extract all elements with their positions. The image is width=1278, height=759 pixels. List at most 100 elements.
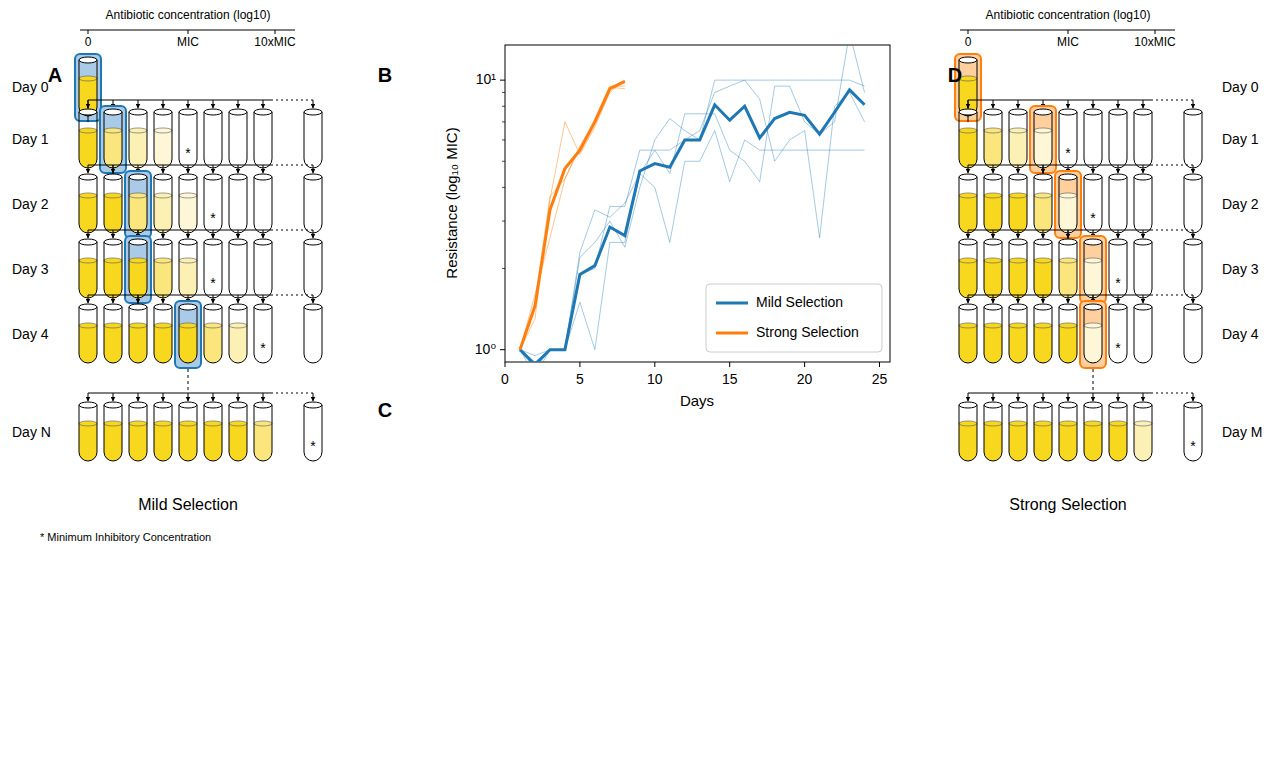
test-tube xyxy=(129,174,147,233)
panel-caption: Strong Selection xyxy=(1009,496,1126,514)
day-label: Day 0 xyxy=(12,80,49,95)
test-tube xyxy=(229,402,247,461)
selection-scheme xyxy=(955,30,1202,461)
tick-label: 10¹ xyxy=(476,72,496,87)
day-label: Day 2 xyxy=(1222,197,1259,212)
test-tube xyxy=(1034,239,1052,298)
mic-marker: * xyxy=(1090,211,1095,226)
footnote: * Minimum Inhibitory Concentration xyxy=(40,531,211,543)
test-tube xyxy=(104,174,122,233)
test-tube xyxy=(229,239,247,298)
day-label: Day M xyxy=(1222,425,1262,440)
selected-highlight xyxy=(125,171,151,238)
test-tube xyxy=(304,109,322,168)
test-tube xyxy=(1134,239,1152,298)
test-tube xyxy=(984,239,1002,298)
mic-marker: * xyxy=(210,276,215,291)
mic-marker: * xyxy=(260,341,265,356)
test-tube xyxy=(254,239,272,298)
test-tube xyxy=(154,109,172,168)
test-tube xyxy=(229,304,247,363)
day-label: Day 2 xyxy=(12,197,49,212)
tick-label: 5 xyxy=(576,372,584,387)
panel-caption: Mild Selection xyxy=(138,496,238,514)
mic-marker: * xyxy=(310,439,315,454)
test-tube xyxy=(959,174,977,233)
test-tube xyxy=(79,304,97,363)
panel-letter: C xyxy=(378,399,392,421)
day-label: Day 4 xyxy=(12,327,49,342)
test-tube xyxy=(204,402,222,461)
test-tube xyxy=(959,239,977,298)
tick-label: 10 xyxy=(647,372,663,387)
test-tube xyxy=(1184,239,1202,298)
tick-label: 20 xyxy=(797,372,813,387)
day-label: Day 1 xyxy=(1222,132,1259,147)
tick-label: 0 xyxy=(965,36,972,49)
tick-label: 10⁰ xyxy=(475,342,496,357)
test-tube xyxy=(1084,109,1102,168)
test-tube xyxy=(1109,109,1127,168)
tick-label: MIC xyxy=(1057,36,1079,49)
test-tube xyxy=(154,239,172,298)
test-tube xyxy=(129,304,147,363)
test-tube xyxy=(229,109,247,168)
test-tube xyxy=(1009,402,1027,461)
selected-highlight xyxy=(1030,106,1056,173)
panel-letter: A xyxy=(48,64,62,86)
test-tube xyxy=(1059,174,1077,233)
axis-title: Resistance (log₁₀ MIC) xyxy=(444,127,461,278)
test-tube xyxy=(104,239,122,298)
test-tube xyxy=(129,239,147,298)
test-tube xyxy=(204,174,222,233)
test-tube xyxy=(1109,304,1127,363)
test-tube xyxy=(1109,402,1127,461)
test-tube xyxy=(154,174,172,233)
day-label: Day 3 xyxy=(1222,262,1259,277)
axis-title: Antibiotic concentration (log10) xyxy=(986,9,1151,22)
test-tube xyxy=(1134,402,1152,461)
tick-label: 25 xyxy=(872,372,888,387)
test-tube xyxy=(1184,109,1202,168)
test-tube xyxy=(1009,239,1027,298)
selected-highlight xyxy=(100,106,126,173)
mic-marker: * xyxy=(1115,276,1120,291)
test-tube xyxy=(129,109,147,168)
legend-line-sample xyxy=(716,332,748,335)
test-tube xyxy=(79,109,97,168)
day-label: Day 1 xyxy=(12,132,49,147)
test-tube xyxy=(154,402,172,461)
tick-label: 0 xyxy=(501,372,509,387)
test-tube xyxy=(179,239,197,298)
test-tube xyxy=(304,174,322,233)
test-tube xyxy=(179,174,197,233)
mic-marker: * xyxy=(1190,439,1195,454)
test-tube xyxy=(959,109,977,168)
test-tube xyxy=(79,57,97,116)
test-tube xyxy=(959,304,977,363)
test-tube xyxy=(254,174,272,233)
test-tube xyxy=(984,402,1002,461)
test-tube xyxy=(984,304,1002,363)
test-tube xyxy=(79,174,97,233)
test-tube xyxy=(154,304,172,363)
test-tube xyxy=(1034,109,1052,168)
test-tube xyxy=(104,109,122,168)
mic-marker: * xyxy=(1065,146,1070,161)
test-tube xyxy=(254,304,272,363)
mic-marker: * xyxy=(210,211,215,226)
test-tube xyxy=(1184,174,1202,233)
selected-highlight xyxy=(175,301,201,368)
test-tube xyxy=(79,402,97,461)
axis-title: Days xyxy=(680,393,714,410)
test-tube xyxy=(1109,239,1127,298)
test-tube xyxy=(959,402,977,461)
test-tube xyxy=(1059,109,1077,168)
test-tube xyxy=(204,109,222,168)
tick-label: 10xMIC xyxy=(254,36,295,49)
test-tube xyxy=(1084,402,1102,461)
test-tube xyxy=(1109,174,1127,233)
tick-label: 10xMIC xyxy=(1134,36,1175,49)
